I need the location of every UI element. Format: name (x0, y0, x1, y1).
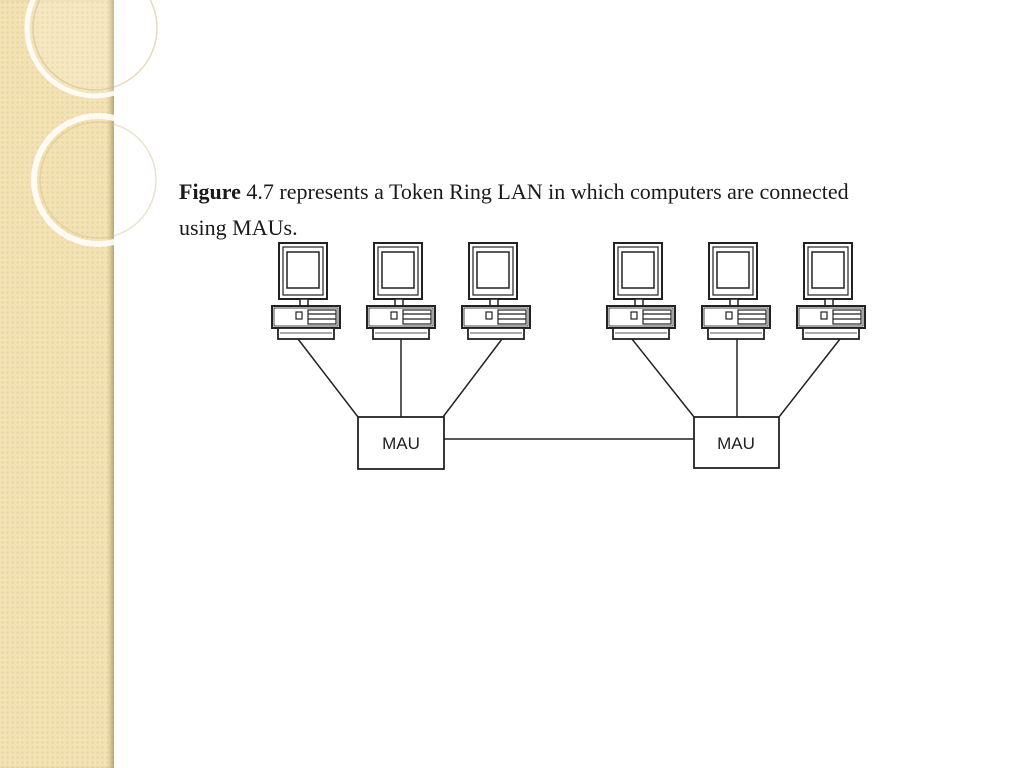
mau-label-right: MAU (717, 434, 755, 453)
link-line (297, 338, 359, 418)
computer-icon (366, 242, 436, 340)
slide-caption: Figure 4.7 represents a Token Ring LAN i… (179, 174, 879, 246)
link-line (442, 338, 503, 418)
computer-icon (606, 242, 676, 340)
deco-ring-top (24, 0, 166, 99)
computer-icon (461, 242, 531, 340)
mau-hub-right (693, 416, 780, 469)
mau-label-left: MAU (382, 434, 420, 453)
connection-lines (297, 338, 841, 440)
computer-icon (796, 242, 866, 340)
link-line (778, 338, 841, 418)
computer-icon (701, 242, 771, 340)
caption-body: 4.7 represents a Token Ring LAN in which… (179, 179, 849, 240)
deco-ring-top-inner (32, 0, 158, 91)
link-line (631, 338, 695, 418)
computer-icon (271, 242, 341, 340)
mau-hub-left (357, 416, 445, 470)
side-strip-edge (108, 0, 114, 768)
deco-ring-bottom-inner (39, 121, 157, 239)
deco-ring-bottom (31, 113, 165, 247)
decorative-rings (24, 0, 166, 247)
caption-bold-label: Figure (179, 179, 241, 204)
